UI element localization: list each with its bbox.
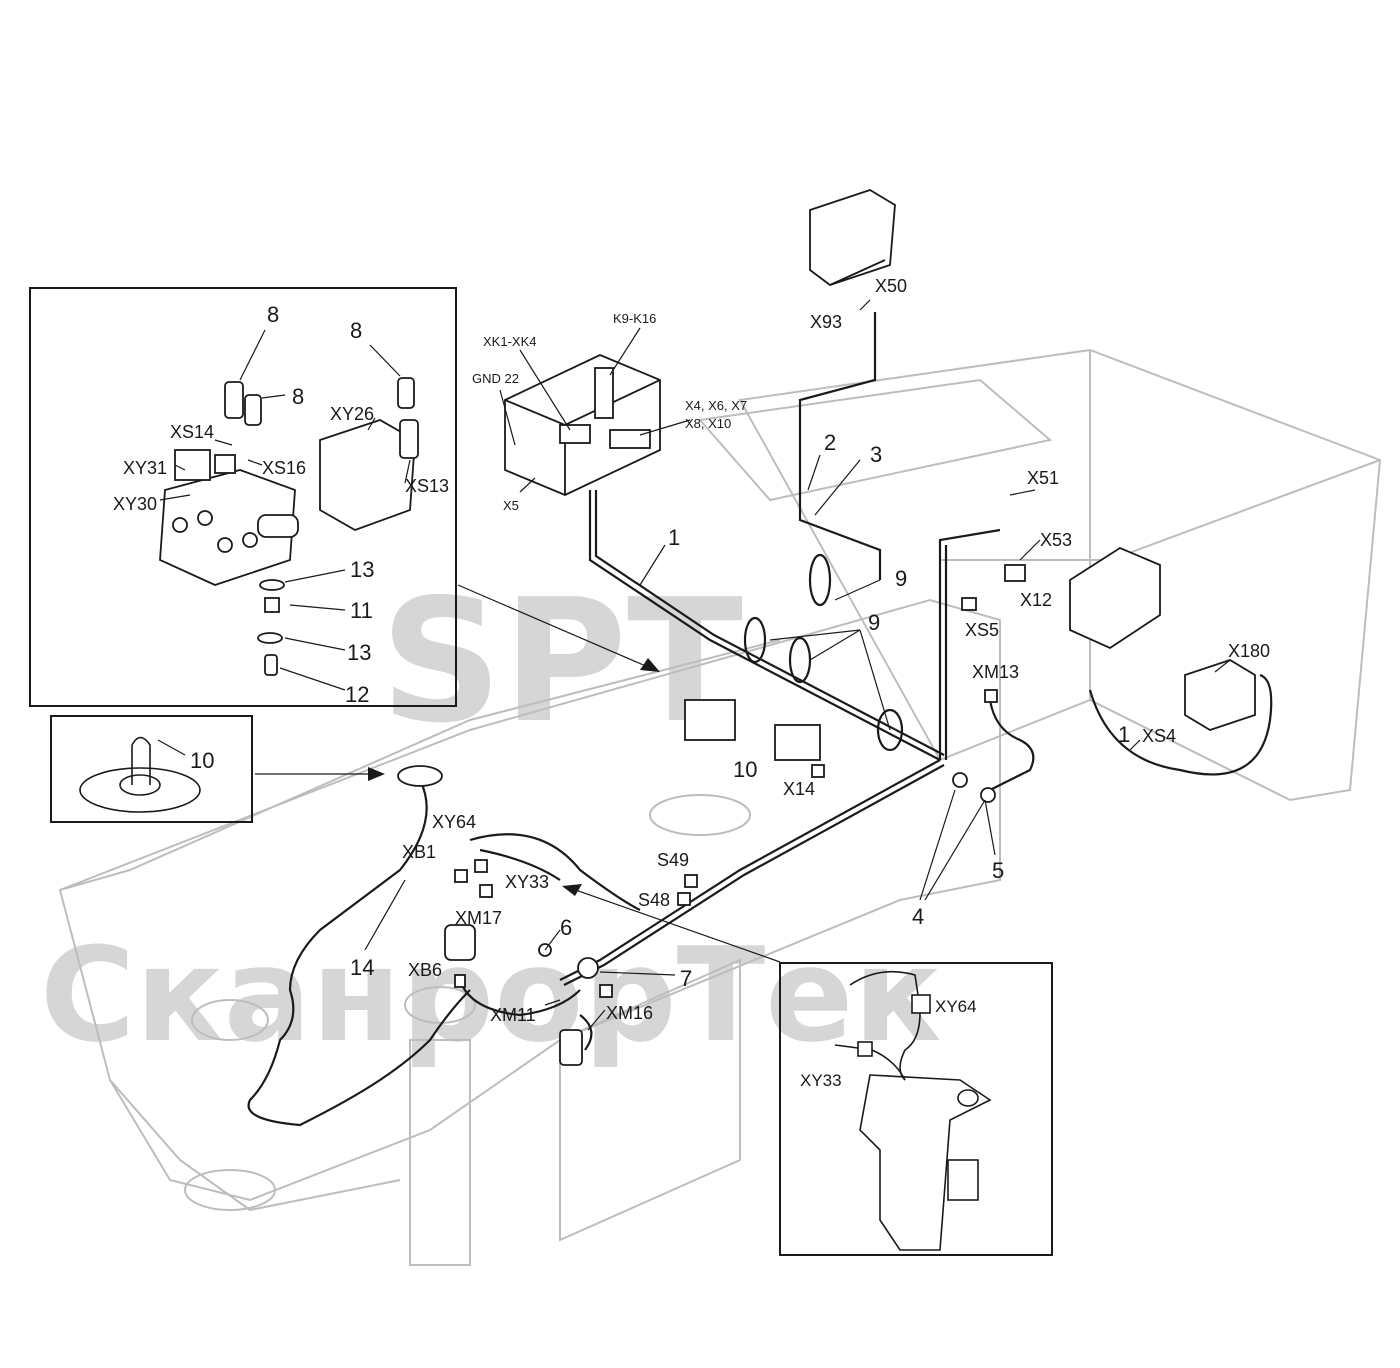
callout-xb6: XB6 <box>408 960 442 980</box>
callout-13a: 13 <box>350 557 374 582</box>
callout-x51: X51 <box>1027 468 1059 488</box>
inset-valve: 8 8 8 XY26 XS14 XY31 XS16 XY30 XS13 13 1… <box>29 287 457 707</box>
callout-10: 10 <box>733 757 757 782</box>
callout-xm11: XM11 <box>490 1005 536 1025</box>
callout-12: 12 <box>345 682 369 707</box>
callout-8c: 8 <box>350 318 362 343</box>
callout-s48: S48 <box>638 890 670 910</box>
callout-9a: 9 <box>895 566 907 591</box>
callout-x4-x6-x7: X4, X6, X7 <box>685 398 747 413</box>
watermark-logo: SPT <box>380 563 743 761</box>
callout-7: 7 <box>680 966 692 991</box>
callout-11: 11 <box>350 598 373 623</box>
callout-x5: X5 <box>503 498 519 513</box>
ecu-module <box>809 189 896 287</box>
callout-xy26: XY26 <box>330 404 374 424</box>
callout-3: 3 <box>870 442 882 467</box>
callout-13b: 13 <box>347 640 371 665</box>
callout-x50: X50 <box>875 276 907 296</box>
callout-xk1-xk4: XK1-XK4 <box>483 334 536 349</box>
components <box>397 189 1256 1066</box>
callout-xm17: XM17 <box>455 908 502 928</box>
relay-unit-right <box>774 724 821 761</box>
leader-lines <box>255 299 1231 1031</box>
callout-xy33: XY33 <box>505 872 549 892</box>
valve-block-right <box>319 419 416 531</box>
callout-9b: 9 <box>868 610 880 635</box>
callout-x53: X53 <box>1040 530 1072 550</box>
callout-xy64-inset: XY64 <box>935 997 977 1016</box>
callout-xm16: XM16 <box>606 1003 653 1023</box>
control-box <box>1069 546 1161 650</box>
callout-x12: X12 <box>1020 590 1052 610</box>
callout-xb1: XB1 <box>402 842 436 862</box>
callout-1b: 1 <box>1118 722 1130 747</box>
callout-xs13: XS13 <box>405 476 449 496</box>
inset-switch: XY64 XY33 <box>779 962 1053 1256</box>
callout-xy64: XY64 <box>432 812 476 832</box>
callout-8b: 8 <box>292 384 304 409</box>
callout-8a: 8 <box>267 302 279 327</box>
callout-xs16: XS16 <box>262 458 306 478</box>
x180-unit <box>1184 659 1256 731</box>
callout-x93: X93 <box>810 312 842 332</box>
callout-xy30: XY30 <box>113 494 157 514</box>
callout-5: 5 <box>992 858 1004 883</box>
callout-x180: X180 <box>1228 641 1270 661</box>
harness <box>247 312 1273 1127</box>
frame-clip <box>397 765 443 787</box>
watermark: SPT СканрорТек <box>40 563 942 1071</box>
xm16-switch <box>559 1029 583 1066</box>
callout-s49: S49 <box>657 850 689 870</box>
valve-block-left <box>159 469 296 586</box>
callout-xs14: XS14 <box>170 422 214 442</box>
inset-clip: 10 <box>50 715 253 823</box>
callout-xy31: XY31 <box>123 458 167 478</box>
watermark-brand: СканрорТек <box>40 919 942 1071</box>
callout-4: 4 <box>912 904 924 929</box>
callout-x8-x10: X8, X10 <box>685 416 731 431</box>
callout-14: 14 <box>350 955 374 980</box>
callout-1a: 1 <box>668 525 680 550</box>
callout-xs5: XS5 <box>965 620 999 640</box>
callout-2: 2 <box>824 430 836 455</box>
callout-xs4: XS4 <box>1142 726 1176 746</box>
callout-gnd22: GND 22 <box>472 371 519 386</box>
relay-unit-left <box>684 699 736 741</box>
xm17-motor <box>444 924 476 961</box>
main-labels: X50 X93 2 3 1 X51 X53 X12 XS5 9 9 XM13 X… <box>350 276 1270 1025</box>
relay-box-labels: K9-K16 XK1-XK4 GND 22 X4, X6, X7 X8, X10… <box>472 311 747 513</box>
callout-xm13: XM13 <box>972 662 1019 682</box>
callout-k9-k16: K9-K16 <box>613 311 656 326</box>
callout-x14: X14 <box>783 779 815 799</box>
callout-10-inset: 10 <box>190 748 214 773</box>
callout-6: 6 <box>560 915 572 940</box>
callout-xy33-inset: XY33 <box>800 1071 842 1090</box>
relay-block <box>594 367 614 419</box>
